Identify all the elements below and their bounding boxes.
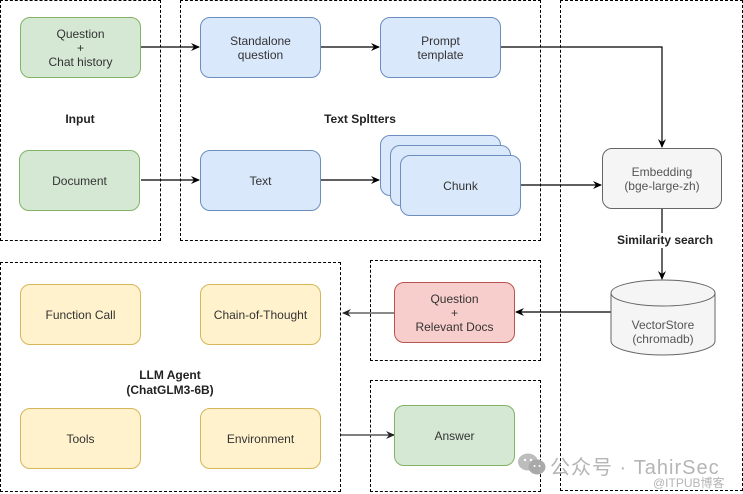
text-splitters-group [180,0,541,241]
wechat-icon [518,453,546,475]
prompt-template-node[interactable]: Prompt template [380,17,501,78]
question-chat-history-node[interactable]: Question + Chat history [20,17,141,78]
standalone-question-node[interactable]: Standalone question [200,17,321,78]
function-call-node[interactable]: Function Call [20,284,141,345]
vectorstore-cylinder[interactable] [610,279,716,357]
chain-of-thought-node[interactable]: Chain-of-Thought [200,284,321,345]
document-node[interactable]: Document [19,150,140,211]
retrieval-group [370,260,541,361]
llm-agent-group [0,262,341,492]
text-splitters-label: Text Spltters [324,112,396,126]
similarity-search-label: Similarity search [605,233,725,248]
vectorstore-label: VectorStore (chromadb) [631,318,695,346]
chunk-node[interactable]: Chunk [400,155,521,216]
tools-node[interactable]: Tools [20,408,141,469]
environment-node[interactable]: Environment [200,408,321,469]
llm-agent-label: LLM Agent (ChatGLM3-6B) [126,368,214,397]
edge-prompt-to-embedding [501,46,666,148]
watermark-subtext: @ITPUB博客 [653,476,725,490]
watermark-text: 公众号 · TahirSec [550,457,720,479]
input-group-label: Input [65,112,95,126]
input-group [0,0,161,241]
embedding-node[interactable]: Embedding (bge-large-zh) [602,148,722,209]
question-relevant-docs-node[interactable]: Question + Relevant Docs [394,282,515,343]
answer-node[interactable]: Answer [394,405,515,466]
answer-group [370,380,541,492]
text-node[interactable]: Text [200,150,321,211]
